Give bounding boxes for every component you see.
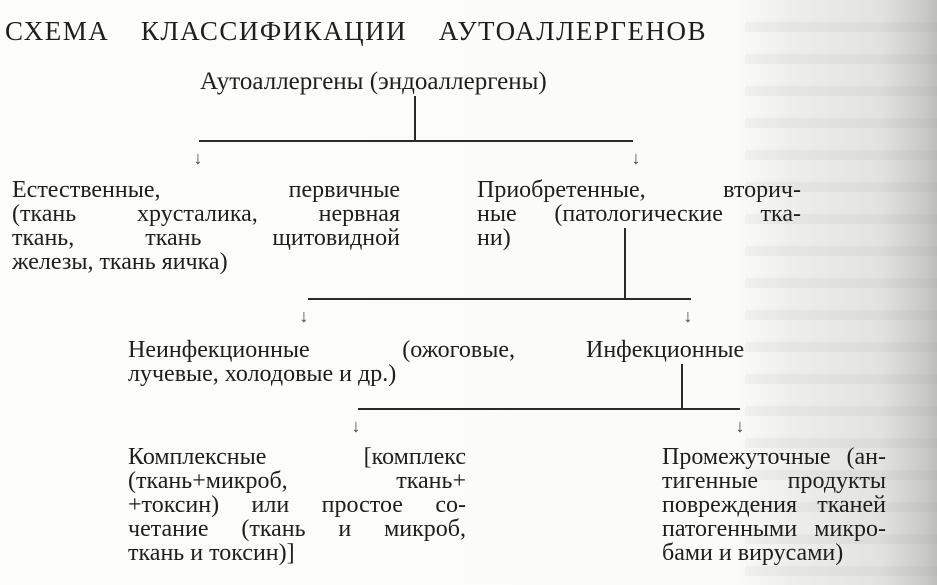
branch-line	[199, 140, 633, 142]
text-line: бами и вирусами)	[662, 540, 844, 566]
arrow-down-icon: ↓	[193, 148, 203, 168]
text-line: патогенными микро-	[662, 516, 886, 542]
arrow-down-icon: ↓	[299, 306, 309, 326]
text-line: Естественные, первичные	[12, 177, 400, 203]
text-line: (ткань+микроб, ткань+	[128, 468, 466, 494]
page-title: СХЕМА КЛАССИФИКАЦИИ АУТОАЛЛЕРГЕНОВ	[5, 16, 707, 46]
text-line: (ткань хрусталика, нервная	[12, 201, 400, 227]
text-line: +токсин) или простое со-	[128, 492, 466, 518]
text-line: ткань, ткань щитовидной	[12, 225, 400, 251]
text-line: Приобретенные, вторич-	[477, 177, 801, 203]
text-line: Неинфекционные (ожоговые,	[128, 337, 515, 363]
arrow-down-icon: ↓	[683, 306, 693, 326]
node-root: Аутоаллергены (эндоаллергены)	[200, 68, 547, 95]
text-line: ные (патологические тка-	[477, 201, 801, 227]
text-line: четание (ткань и микроб,	[128, 516, 466, 542]
branch-line	[358, 408, 740, 410]
text-line: Комплексные [комплекс	[128, 444, 466, 470]
text-line: Промежуточные (ан-	[662, 444, 886, 470]
branch-line	[308, 298, 691, 300]
facing-page-bleedthrough	[745, 0, 937, 585]
text-line: железы, ткань яичка)	[12, 249, 228, 275]
text-line: повреждения тканей	[662, 492, 886, 518]
text-line: лучевые, холодовые и др.)	[128, 361, 397, 387]
arrow-down-icon: ↓	[631, 148, 641, 168]
connector-line	[414, 96, 416, 140]
arrow-down-icon: ↓	[351, 416, 361, 436]
text-line: тигенные продукты	[662, 468, 886, 494]
arrow-down-icon: ↓	[735, 416, 745, 436]
connector-line	[624, 228, 626, 298]
node-infectious: Инфекционные	[586, 337, 745, 363]
text-line: ткань и токсин)]	[128, 540, 295, 566]
text-line: ни)	[477, 225, 511, 251]
connector-line	[681, 364, 683, 408]
